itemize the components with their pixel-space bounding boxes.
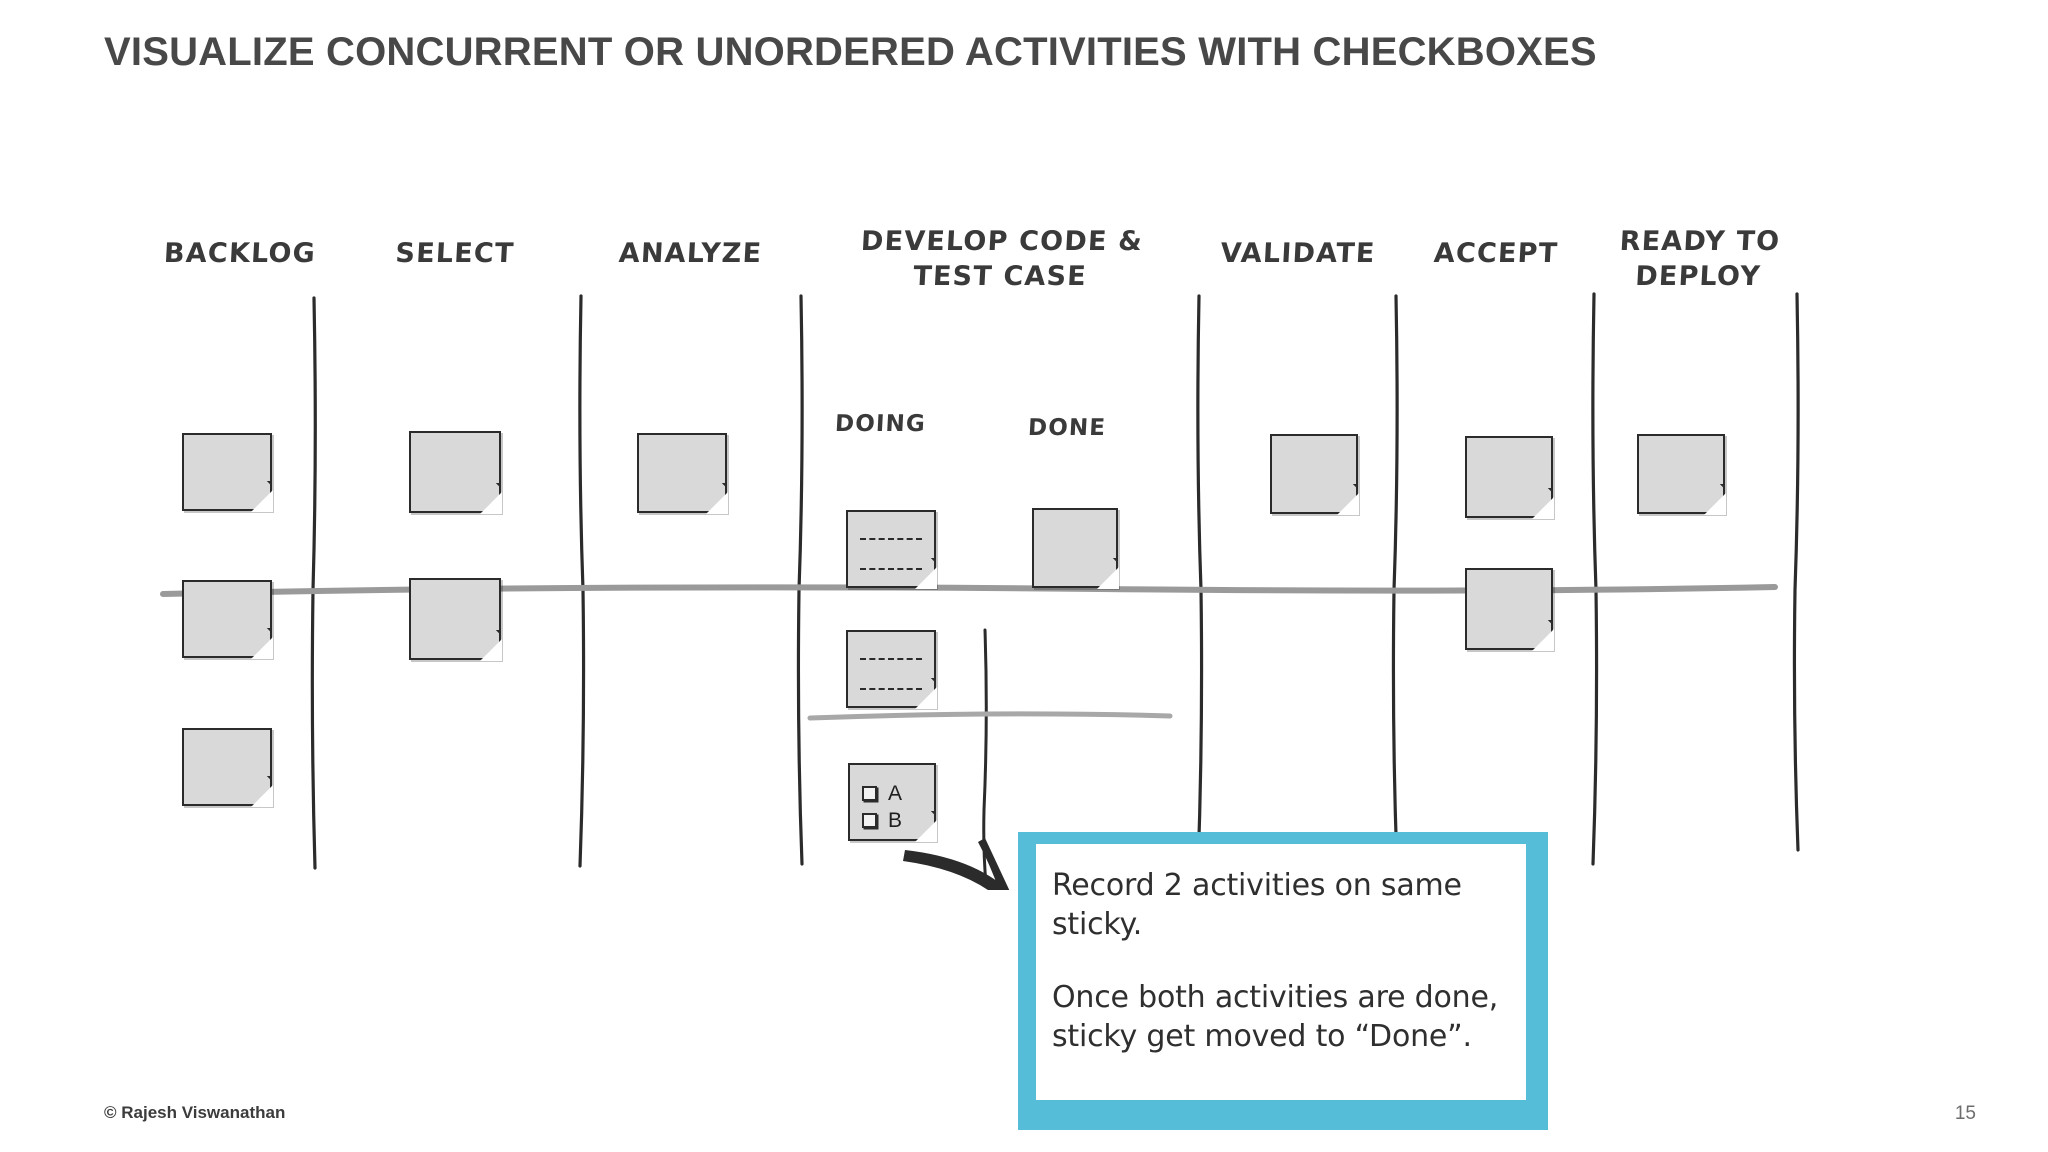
sticky-note[interactable] xyxy=(1637,434,1726,515)
column-header-validate: VALIDATE xyxy=(1219,238,1377,269)
sticky-note-checkboxes[interactable]: A B xyxy=(848,763,937,842)
sub-column-header-done: DONE xyxy=(1027,415,1107,441)
column-header-backlog: BACKLOG xyxy=(163,238,317,269)
sticky-note[interactable] xyxy=(409,431,502,514)
callout-box: Record 2 activities on same sticky. Once… xyxy=(1018,832,1548,1130)
sticky-fold-edge-icon xyxy=(242,481,272,511)
sticky-fold-edge-icon xyxy=(906,811,936,841)
sticky-note[interactable] xyxy=(1032,508,1119,589)
sticky-note-dashed[interactable] xyxy=(846,510,937,589)
sticky-fold-edge-icon xyxy=(906,678,936,708)
callout-paragraph-2: Once both activities are done, sticky ge… xyxy=(1052,980,1499,1054)
sticky-fold-edge-icon xyxy=(1328,484,1358,514)
sticky-note[interactable] xyxy=(182,580,273,659)
copyright-notice: © Rajesh Viswanathan xyxy=(104,1103,286,1122)
column-header-develop: DEVELOP CODE & TEST CASE xyxy=(860,226,1144,293)
checkbox-icon[interactable] xyxy=(862,813,877,828)
board-rules xyxy=(160,292,1800,890)
sticky-note[interactable] xyxy=(637,433,728,514)
column-header-analyze: ANALYZE xyxy=(618,238,764,269)
sticky-fold-edge-icon xyxy=(1523,488,1553,518)
sub-column-header-doing: DOING xyxy=(834,411,927,437)
callout-paragraph-1: Record 2 activities on same sticky. xyxy=(1052,868,1462,942)
pointer-arrow-icon xyxy=(903,838,1010,890)
column-header-select: SELECT xyxy=(394,238,516,269)
sticky-note-dashed[interactable] xyxy=(846,630,937,709)
sticky-fold-edge-icon xyxy=(242,628,272,658)
kanban-board: BACKLOG SELECT ANALYZE DEVELOP CODE & TE… xyxy=(0,226,2048,890)
checkbox-row-a[interactable]: A xyxy=(862,783,902,804)
checkbox-label: B xyxy=(888,809,903,832)
page-title: Visualize concurrent or unordered activi… xyxy=(104,30,1597,74)
column-header-accept: ACCEPT xyxy=(1432,238,1560,269)
sticky-dash-line xyxy=(860,538,922,540)
sticky-fold-edge-icon xyxy=(1695,484,1725,514)
sticky-fold-edge-icon xyxy=(1088,558,1118,588)
page-number: 15 xyxy=(1954,1103,1976,1124)
checkbox-label: A xyxy=(888,782,903,805)
sticky-fold-edge-icon xyxy=(697,483,727,513)
callout-spacer xyxy=(1052,944,1506,978)
sticky-fold-edge-icon xyxy=(471,483,501,513)
sticky-fold-edge-icon xyxy=(906,558,936,588)
checkbox-icon[interactable] xyxy=(862,786,877,801)
sticky-note[interactable] xyxy=(1465,436,1554,519)
sticky-note[interactable] xyxy=(182,433,273,512)
sticky-dash-line xyxy=(860,568,922,570)
sticky-dash-line xyxy=(860,688,922,690)
sticky-note[interactable] xyxy=(182,728,273,807)
sticky-note[interactable] xyxy=(409,578,502,661)
sticky-fold-edge-icon xyxy=(1523,620,1553,650)
callout-content: Record 2 activities on same sticky. Once… xyxy=(1036,844,1526,1100)
checkbox-row-b[interactable]: B xyxy=(862,810,902,831)
sticky-note[interactable] xyxy=(1465,568,1554,651)
sticky-note[interactable] xyxy=(1270,434,1359,515)
sticky-fold-edge-icon xyxy=(242,776,272,806)
sticky-dash-line xyxy=(860,658,922,660)
column-header-ready: READY TO DEPLOY xyxy=(1618,226,1781,293)
sticky-fold-edge-icon xyxy=(471,630,501,660)
